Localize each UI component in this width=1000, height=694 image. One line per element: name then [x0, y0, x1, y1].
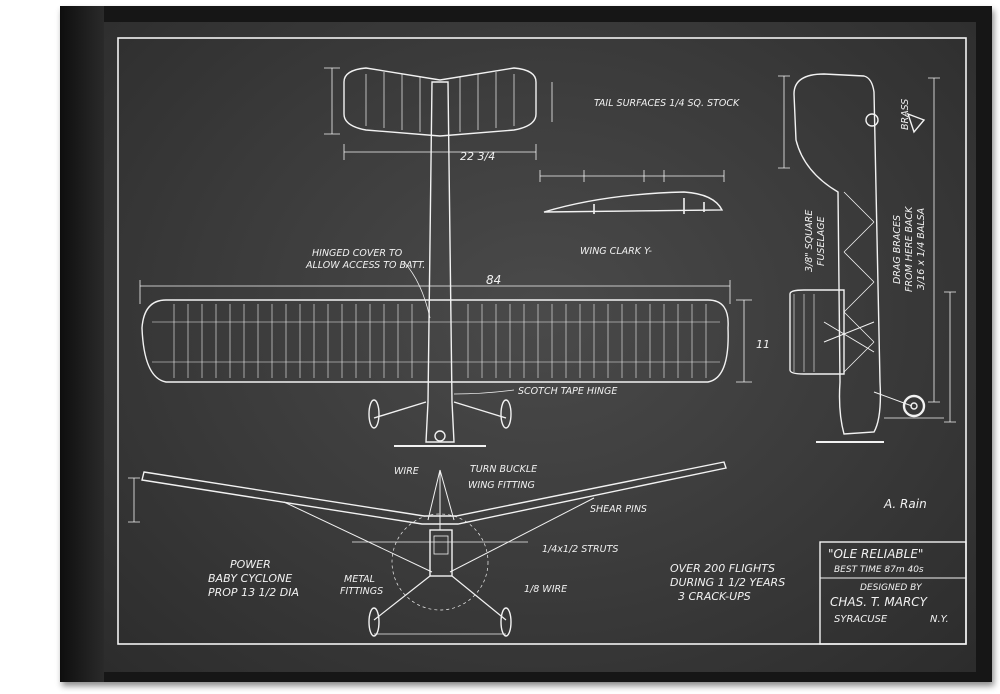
main-wing-top — [141, 299, 729, 383]
blueprint-drawing: TAIL SURFACES 1/4 SQ. STOCK WING CLARK Y… — [117, 37, 967, 645]
flights-line-3: 3 CRACK-UPS — [678, 590, 751, 603]
power-line-3: PROP 13 1/2 DIA — [208, 586, 299, 599]
fuselage-front — [429, 529, 453, 577]
fuselage-side — [793, 73, 882, 435]
left-wheel-top — [368, 399, 380, 429]
right-wheel-top — [500, 399, 512, 429]
wing-fitting-label: WING FITTING — [468, 480, 535, 491]
side-wheel — [902, 394, 926, 418]
brass-label: BRASS — [900, 99, 911, 130]
drawing-border — [117, 37, 967, 645]
tail-surface — [343, 67, 537, 137]
title-name: "OLE RELIABLE" — [828, 547, 923, 561]
right-wheel-front — [500, 607, 512, 637]
power-line-1: POWER — [230, 558, 271, 571]
flights-line-1: OVER 200 FLIGHTS — [670, 562, 775, 575]
chord-dimension: 11 — [756, 338, 770, 351]
metal-fittings-line-2: FITTINGS — [340, 586, 383, 597]
tail-note: TAIL SURFACES 1/4 SQ. STOCK — [594, 98, 740, 109]
struts-label: 1/4x1/2 STRUTS — [542, 544, 618, 555]
fuselage-note-1: 3/8" SQUARE — [804, 210, 815, 272]
bracing-note-3: 3/16 x 1/4 BALSA — [916, 208, 927, 290]
tail-span-dimension: 22 3/4 — [460, 150, 495, 163]
bracing-note-1: DRAG BRACES — [892, 215, 903, 284]
fuselage-note-2: FUSELAGE — [816, 216, 827, 266]
landing-gear-struts — [373, 401, 507, 419]
plane-top-view — [139, 67, 752, 447]
wire-gauge-label: 1/8 WIRE — [524, 584, 567, 595]
hinged-cover-line-1: HINGED COVER TO — [312, 248, 403, 259]
plane-front-view — [128, 461, 727, 637]
fuselage-top — [425, 81, 455, 443]
hinged-cover-line-2: ALLOW ACCESS TO BATT. — [305, 260, 425, 271]
title-block — [819, 541, 967, 645]
frame-side-edge — [60, 6, 104, 682]
wingspan-dimension: 84 — [486, 273, 501, 287]
wing-front — [141, 461, 727, 525]
blueprint-canvas: TAIL SURFACES 1/4 SQ. STOCK WING CLARK Y… — [104, 22, 976, 672]
wing-section-label: WING CLARK Y- — [580, 246, 652, 257]
turn-buckle-label: TURN BUCKLE — [470, 464, 537, 475]
wing-side-profile — [789, 289, 845, 375]
title-city: SYRACUSE — [834, 614, 888, 625]
artist-signature: A. Rain — [883, 497, 927, 511]
bracing-note-2: FROM HERE BACK — [904, 206, 915, 292]
power-line-2: BABY CYCLONE — [208, 572, 292, 585]
title-designer: CHAS. T. MARCY — [830, 595, 929, 609]
metal-fittings-line-1: METAL — [344, 574, 375, 585]
title-state: N.Y. — [930, 614, 949, 625]
brass-fitting — [906, 112, 926, 134]
scotch-tape-label: SCOTCH TAPE HINGE — [518, 386, 617, 397]
flights-line-2: DURING 1 1/2 YEARS — [670, 576, 785, 589]
plane-side-view — [778, 73, 956, 443]
wire-label: WIRE — [394, 466, 419, 477]
left-wheel-front — [368, 607, 380, 637]
title-best-time: BEST TIME 87m 40s — [834, 565, 924, 575]
shear-pins-label: SHEAR PINS — [590, 504, 647, 515]
propeller-arc — [391, 513, 489, 611]
title-designed-by: DESIGNED BY — [860, 583, 923, 593]
wing-airfoil-section — [539, 170, 725, 214]
